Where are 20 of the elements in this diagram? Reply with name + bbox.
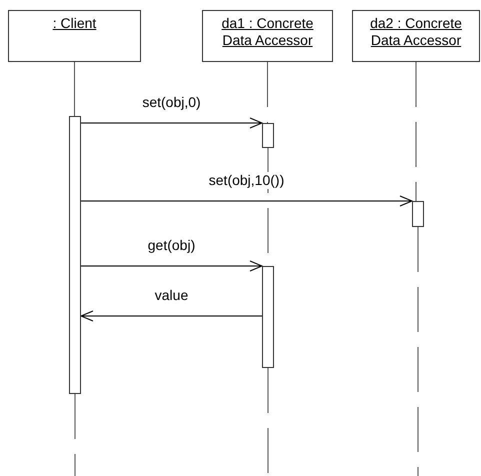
activation-bar: [262, 266, 274, 368]
message-label: set(obj,10()): [206, 172, 286, 189]
object-name: da1 : Concrete Data Accessor: [220, 15, 314, 49]
message-label: get(obj): [146, 237, 198, 254]
message-arrow: [80, 196, 412, 206]
message-arrow: [80, 310, 262, 322]
object-name: : Client: [52, 15, 96, 32]
object-box: [8, 10, 141, 62]
lifeline: [267, 62, 268, 124]
object-box: [352, 10, 480, 62]
message-label: set(obj,0): [140, 94, 203, 111]
activation-bar: [262, 123, 274, 148]
lifeline: [74, 394, 76, 476]
lifeline: [74, 62, 75, 116]
message-arrow: [80, 260, 262, 272]
message-arrow: [80, 118, 262, 128]
object-name: da2 : Concrete Data Accessor: [369, 15, 463, 49]
activation-bar: [69, 116, 81, 394]
object-box: [202, 10, 333, 62]
activation-bar: [412, 201, 424, 227]
